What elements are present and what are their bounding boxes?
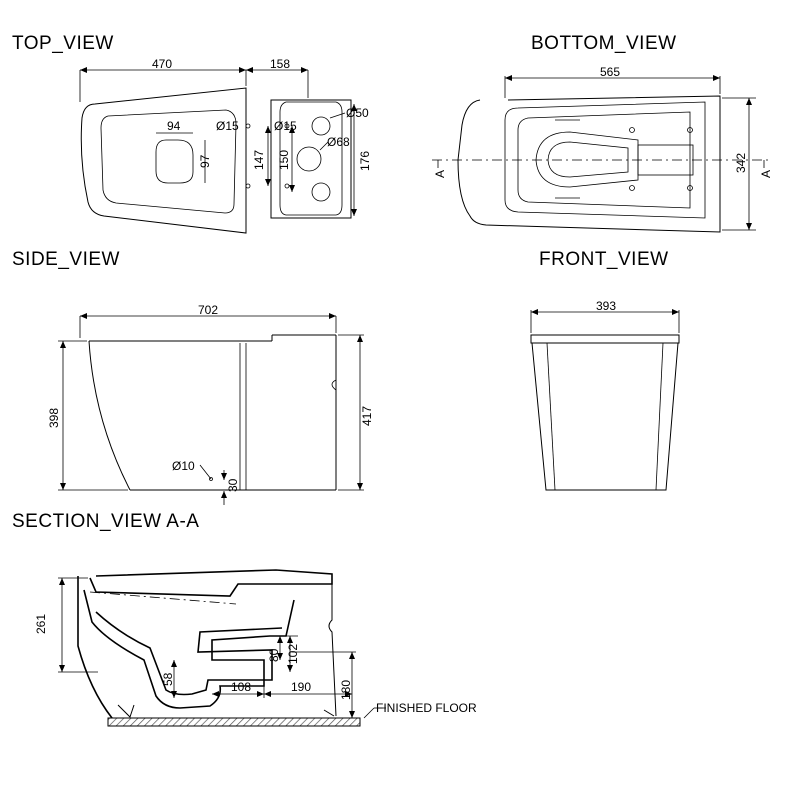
section-view-title: SECTION_VIEW A-A bbox=[12, 511, 200, 532]
dim-158: 158 bbox=[270, 57, 290, 71]
dim-108: 108 bbox=[231, 680, 251, 694]
dim-102: 102 bbox=[286, 644, 300, 664]
front-view-drawing: 393 bbox=[530, 299, 680, 491]
section-marker-a-left: A bbox=[433, 170, 447, 178]
dim-147: 147 bbox=[252, 150, 266, 170]
dim-342: 342 bbox=[734, 153, 748, 173]
dim-dia15-right: Ø15 bbox=[274, 119, 297, 133]
dim-94: 94 bbox=[167, 119, 181, 133]
dim-80: 80 bbox=[267, 648, 281, 662]
bottom-view-drawing: 565 342 A A bbox=[432, 65, 773, 233]
dim-398: 398 bbox=[47, 408, 61, 428]
dim-58: 58 bbox=[161, 672, 175, 686]
dim-180: 180 bbox=[339, 680, 353, 700]
dim-150: 150 bbox=[277, 150, 291, 170]
side-view-title: SIDE_VIEW bbox=[12, 249, 120, 270]
front-view-title: FRONT_VIEW bbox=[539, 249, 669, 270]
bottom-view-title: BOTTOM_VIEW bbox=[531, 33, 677, 54]
dim-dia10: Ø10 bbox=[172, 459, 195, 473]
dim-30: 30 bbox=[226, 478, 240, 492]
dim-dia15-left: Ø15 bbox=[216, 119, 239, 133]
dim-176: 176 bbox=[358, 151, 372, 171]
dim-470: 470 bbox=[152, 57, 172, 71]
dim-dia68: Ø68 bbox=[327, 135, 350, 149]
dim-565: 565 bbox=[600, 65, 620, 79]
dim-190: 190 bbox=[291, 680, 311, 694]
top-view-drawing: 470 158 Ø15 Ø15 94 97 147 150 176 Ø50 Ø6… bbox=[79, 57, 372, 234]
dim-702: 702 bbox=[198, 303, 218, 317]
dim-97: 97 bbox=[198, 154, 212, 168]
top-view-title: TOP_VIEW bbox=[12, 33, 114, 54]
finished-floor-label: FINISHED FLOOR bbox=[376, 701, 477, 715]
section-view-drawing: 261 58 108 190 80 102 180 FINISHED FLOOR bbox=[34, 569, 477, 727]
dim-393: 393 bbox=[596, 299, 616, 313]
section-marker-a-right: A bbox=[759, 170, 773, 178]
dim-dia50: Ø50 bbox=[346, 106, 369, 120]
side-view-drawing: 702 398 417 Ø10 30 bbox=[47, 303, 374, 505]
dim-417: 417 bbox=[360, 406, 374, 426]
dim-261: 261 bbox=[34, 614, 48, 634]
